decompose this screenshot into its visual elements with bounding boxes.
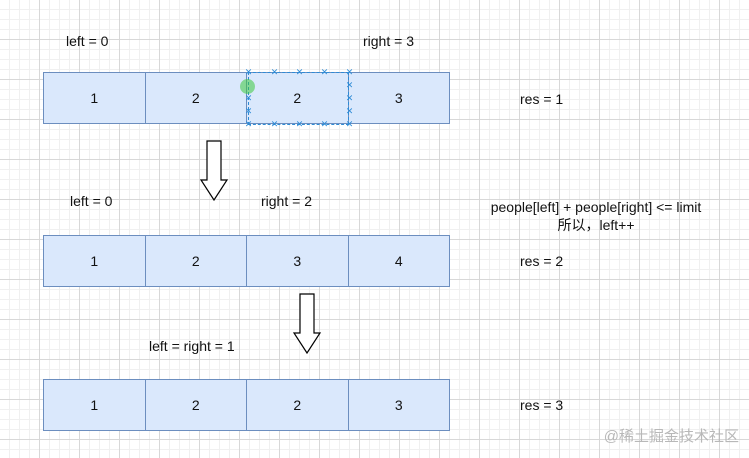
- selection-handle[interactable]: ✕: [270, 67, 279, 77]
- step2-left-label: left = 0: [70, 193, 113, 209]
- step1-left-label: left = 0: [66, 33, 109, 49]
- selection-handle[interactable]: ✕: [345, 93, 354, 103]
- array-cell[interactable]: 4: [347, 235, 450, 287]
- step1-right-label: right = 3: [363, 33, 414, 49]
- selection-handle[interactable]: ✕: [244, 67, 253, 77]
- step1-res-label: res = 1: [520, 91, 564, 107]
- selection-handle[interactable]: ✕: [244, 106, 253, 116]
- selection-handle[interactable]: ✕: [345, 106, 354, 116]
- array-cell[interactable]: 1: [43, 72, 146, 124]
- selection-handle[interactable]: ✕: [244, 93, 253, 103]
- array-cell[interactable]: 2: [144, 235, 247, 287]
- array-cell[interactable]: 2: [246, 379, 349, 431]
- selection-handle[interactable]: ✕: [244, 119, 253, 129]
- connection-point-dot[interactable]: [240, 79, 255, 94]
- selection-handle[interactable]: ✕: [320, 67, 329, 77]
- array-cell[interactable]: 2: [144, 379, 247, 431]
- array-cell[interactable]: 1: [43, 379, 146, 431]
- array-cell[interactable]: 3: [246, 235, 349, 287]
- array-cell[interactable]: 3: [347, 379, 450, 431]
- step2-condition-note: people[left] + people[right] <= limit 所以…: [480, 198, 712, 234]
- array-cell[interactable]: 2: [144, 72, 247, 124]
- step3-res-label: res = 3: [520, 397, 564, 413]
- conclusion-line: 所以，left++: [557, 217, 635, 233]
- selection-handle[interactable]: ✕: [270, 119, 279, 129]
- step3-pointer-label: left = right = 1: [149, 338, 235, 354]
- selection-handle[interactable]: ✕: [345, 119, 354, 129]
- down-arrow-icon: [199, 140, 229, 202]
- condition-line: people[left] + people[right] <= limit: [490, 199, 702, 215]
- selection-handle[interactable]: ✕: [320, 119, 329, 129]
- selection-handle[interactable]: ✕: [345, 67, 354, 77]
- step2-right-label: right = 2: [261, 193, 312, 209]
- step2-res-label: res = 2: [520, 253, 564, 269]
- down-arrow-icon: [292, 293, 322, 355]
- selection-handle[interactable]: ✕: [345, 80, 354, 90]
- array-cell[interactable]: 1: [43, 235, 146, 287]
- step2-array: 1 2 3 4: [43, 235, 450, 287]
- array-cell-selected[interactable]: 2: [246, 72, 349, 124]
- selection-handle[interactable]: ✕: [295, 119, 304, 129]
- array-cell[interactable]: 3: [347, 72, 450, 124]
- step3-array: 1 2 2 3: [43, 379, 450, 431]
- selection-handle[interactable]: ✕: [295, 67, 304, 77]
- watermark: @稀土掘金技术社区: [603, 428, 739, 445]
